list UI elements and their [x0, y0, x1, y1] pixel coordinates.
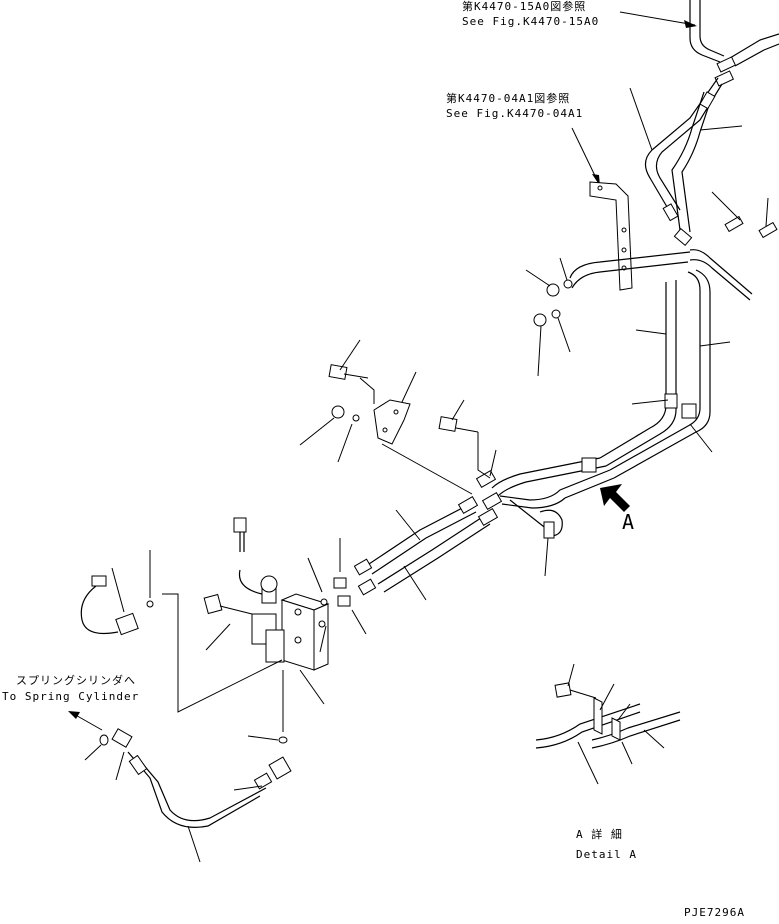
reference-mid-en: See Fig.K4470-04A1	[446, 107, 584, 120]
reference-top-en: See Fig.K4470-15A0	[462, 15, 600, 28]
reference-arrow-top	[619, 11, 697, 28]
reference-top-jp: 第K4470-15A0図参照	[462, 0, 587, 13]
fasteners-upper	[525, 215, 778, 377]
upper-pipe-group	[644, 0, 779, 247]
detail-a-en: Detail A	[576, 848, 637, 861]
vertical-pipes-right	[599, 269, 711, 479]
spring-cylinder-jp: スプリングシリンダへ	[16, 674, 136, 687]
detail-a-jp: A 詳 細	[576, 828, 623, 841]
long-pipes-center	[475, 457, 615, 511]
reference-arrow-mid	[571, 127, 600, 186]
bracket-left	[299, 339, 491, 495]
connector-left	[80, 550, 154, 636]
spring-cylinder-en: To Spring Cylinder	[2, 690, 140, 703]
bracket-upper	[589, 181, 633, 291]
leader-lines-right	[395, 87, 769, 601]
view-arrow-label: A	[622, 510, 636, 534]
signal-lines	[162, 593, 288, 744]
reference-mid-jp: 第K4470-04A1図参照	[446, 92, 571, 105]
bottom-hose	[84, 728, 292, 863]
u-bolt-clamp	[509, 499, 563, 577]
center-hoses	[353, 495, 499, 596]
figure-code: PJE7296A	[684, 906, 745, 919]
view-arrow-a	[600, 484, 630, 512]
valve-block	[203, 517, 367, 705]
spring-cylinder-arrow	[68, 711, 103, 731]
detail-a-view	[535, 663, 681, 785]
crossover-pipes	[569, 249, 753, 301]
